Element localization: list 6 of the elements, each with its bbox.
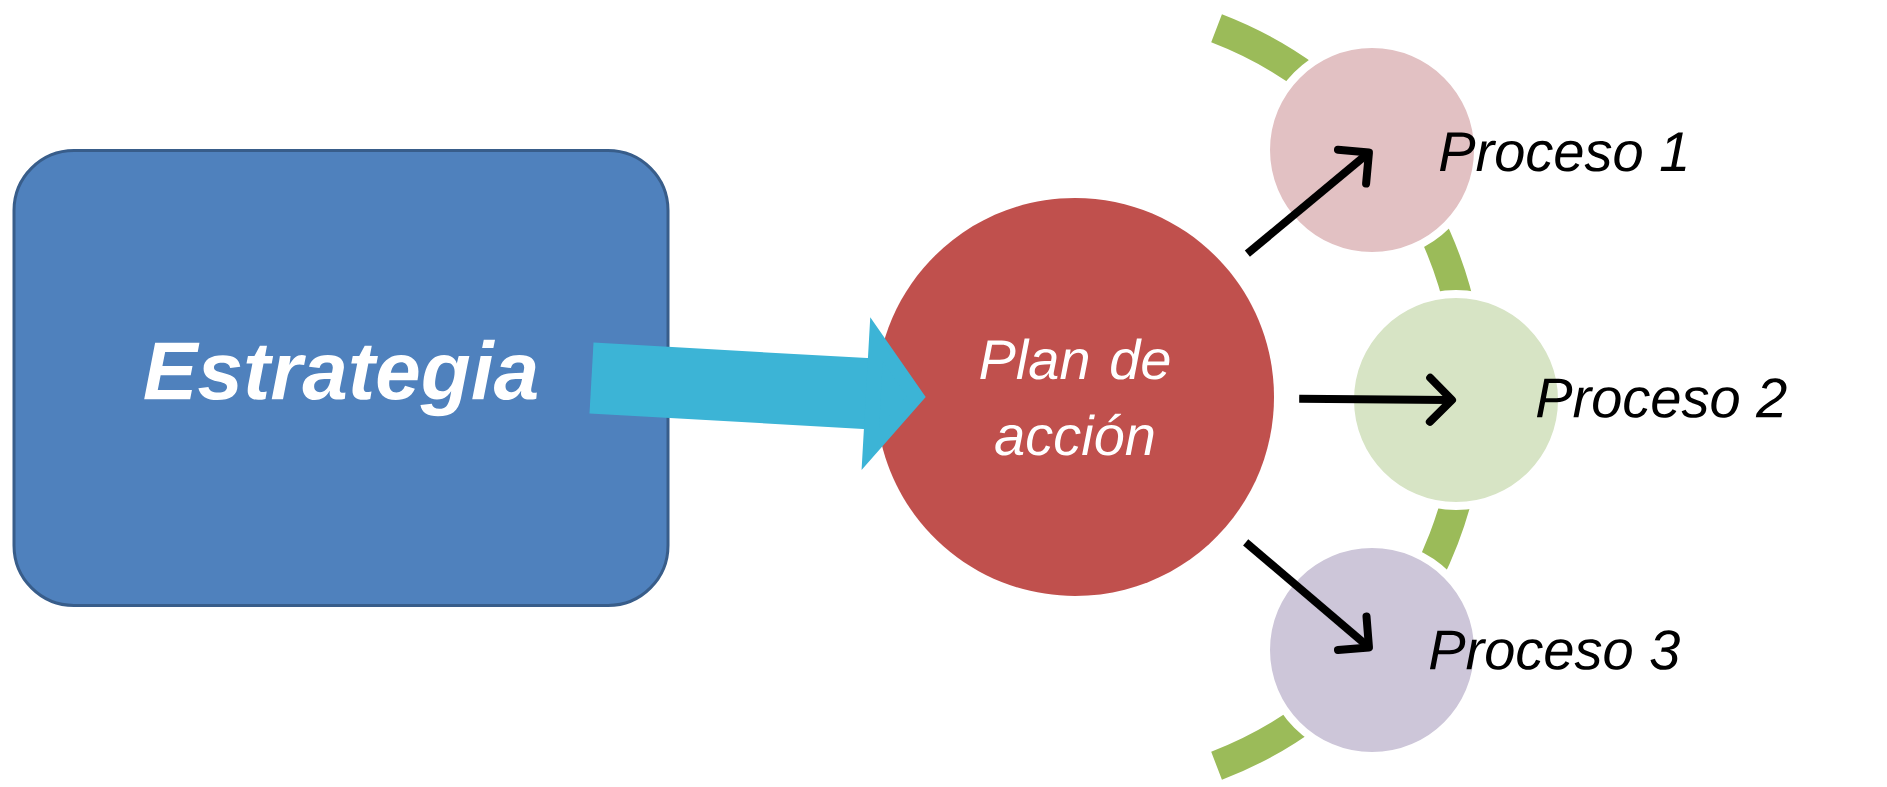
strategy-box: Estrategia bbox=[12, 149, 670, 607]
arrow bbox=[1244, 145, 1373, 257]
node-label: Proceso 3 bbox=[1429, 630, 1680, 670]
arrow bbox=[1243, 539, 1373, 654]
node-label: Proceso 1 bbox=[1439, 132, 1686, 172]
node-label: Proceso 2 bbox=[1536, 378, 1787, 418]
